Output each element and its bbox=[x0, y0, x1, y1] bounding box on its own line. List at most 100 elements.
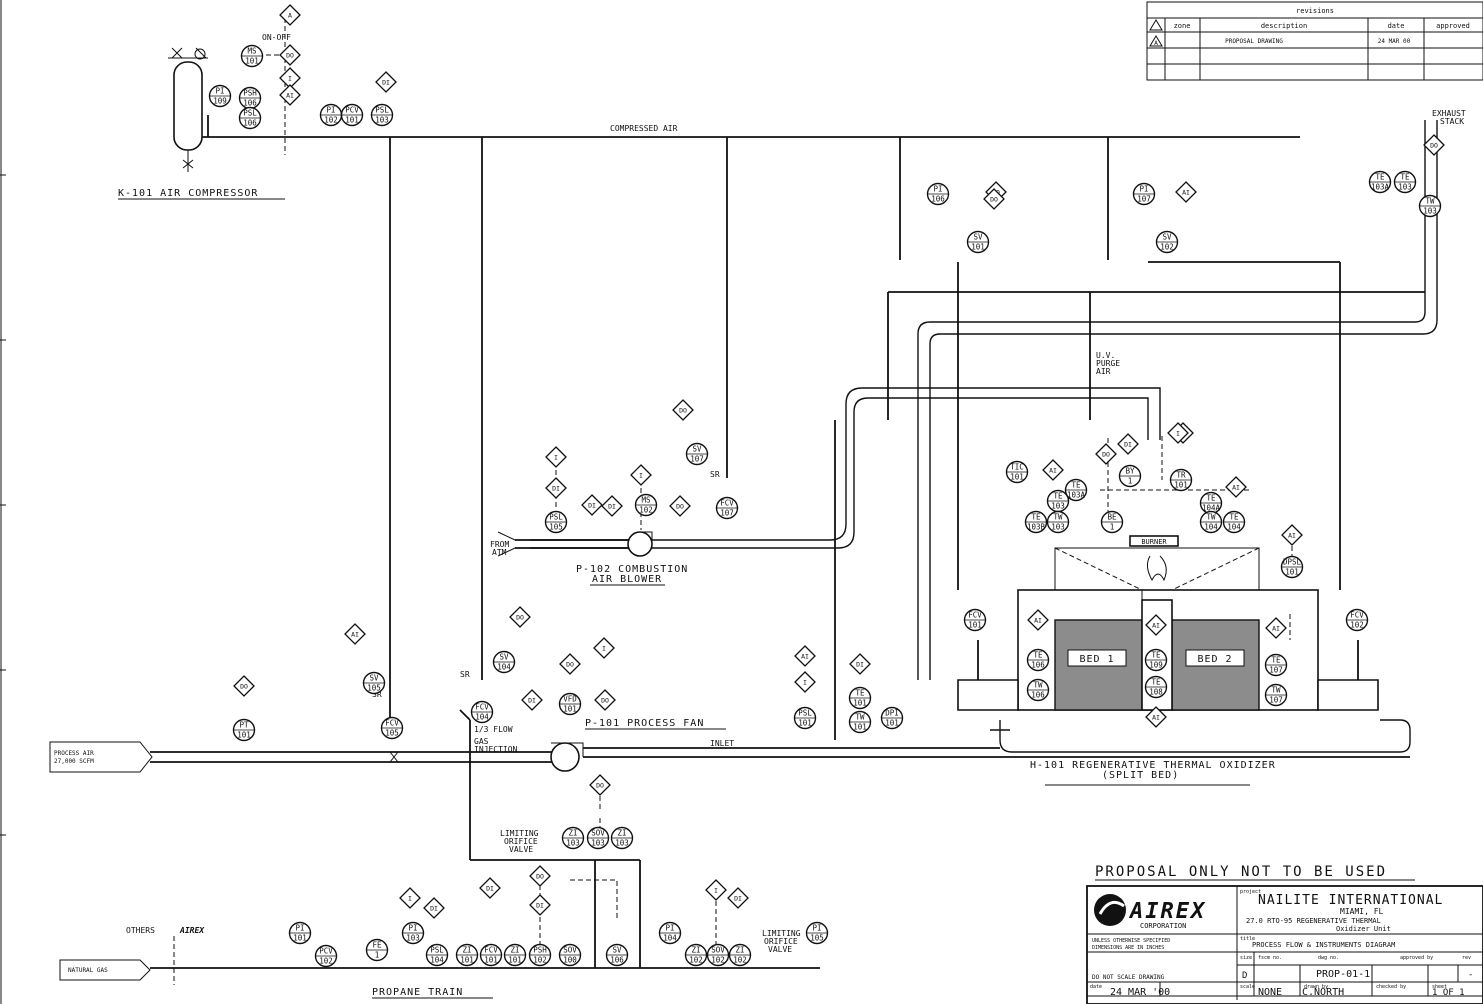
instrument-number: 104 bbox=[663, 934, 677, 943]
instrument-number: 101 bbox=[293, 934, 307, 943]
signal-diamond-shape bbox=[344, 623, 366, 645]
signal-diamond: DI bbox=[545, 477, 567, 499]
orifice-label-3: VALVE bbox=[509, 845, 533, 854]
signal-diamond-label: AI bbox=[351, 631, 359, 639]
signal-diamond-label: DO bbox=[679, 407, 687, 415]
orifice-label-2: ORIFICE bbox=[504, 837, 538, 846]
signal-diamond: DI bbox=[727, 887, 749, 909]
signal-diamond-shape bbox=[423, 897, 445, 919]
instrument-number: 105 bbox=[810, 934, 824, 943]
signal-diamond-shape bbox=[1225, 476, 1247, 498]
fscm-label: fscm no. bbox=[1258, 955, 1282, 961]
signal-diamond-shape bbox=[529, 865, 551, 887]
uv-label-1: U.V. bbox=[1096, 351, 1115, 360]
signal-diamond: AI bbox=[1027, 609, 1049, 631]
sheet-value: 1 OF 1 bbox=[1432, 988, 1465, 998]
signal-diamond: I bbox=[705, 879, 727, 901]
instrument-number: 1 bbox=[375, 951, 380, 960]
instrument-number: 105 bbox=[385, 729, 399, 738]
bed2-label: BED 2 bbox=[1197, 654, 1232, 665]
signal-diamond: DO bbox=[983, 188, 1005, 210]
signal-diamond: DO bbox=[669, 495, 691, 517]
signal-diamond-label: AI bbox=[1152, 714, 1160, 722]
instrument-number: 108 bbox=[1149, 688, 1163, 697]
signal-diamond-label: I bbox=[714, 887, 718, 895]
instrument-tag: MS bbox=[247, 47, 257, 56]
airex-logo-sub: CORPORATION bbox=[1140, 922, 1186, 930]
signal-diamond: DI bbox=[521, 689, 543, 711]
instrument-tag: FCV bbox=[484, 946, 498, 955]
signal-diamond-label: DO bbox=[596, 782, 604, 790]
client-city: MIAMI, FL bbox=[1340, 907, 1384, 916]
signal-diamond-label: DO bbox=[516, 614, 524, 622]
signal-diamond-label: A bbox=[288, 12, 292, 20]
instrument-tag: PSH bbox=[533, 946, 547, 955]
signal-diamond: I bbox=[630, 464, 652, 486]
instrument-bubble: FE1 bbox=[365, 938, 389, 962]
unit-line-2: Oxidizer Unit bbox=[1336, 925, 1391, 933]
signal-diamond: DI bbox=[1117, 433, 1139, 455]
instrument-number: 102 bbox=[639, 506, 653, 515]
gas-label-1: GAS bbox=[474, 737, 489, 746]
signal-diamond-label: DI bbox=[528, 697, 536, 705]
signal-diamond: AI bbox=[1145, 614, 1167, 636]
instrument-number: 101 bbox=[484, 956, 498, 965]
sr-label-2: SR bbox=[372, 690, 382, 699]
signal-diamond: DO bbox=[529, 865, 551, 887]
scale-value: NONE bbox=[1258, 987, 1282, 998]
instrument-tag: BY bbox=[1125, 467, 1135, 476]
title-label: title bbox=[1240, 936, 1255, 942]
instrument-tag: TE bbox=[1400, 173, 1410, 182]
instrument-number: 103 bbox=[375, 116, 389, 125]
signal-diamond-label: I bbox=[554, 454, 558, 462]
instrument-tag: TW bbox=[1206, 513, 1216, 522]
signal-diamond-shape bbox=[399, 887, 421, 909]
proposal-banner: PROPOSAL ONLY NOT TO BE USED bbox=[1095, 864, 1415, 881]
instrument-bubbles: MS101PI109PSH106PSL106PI102PCV101PSL103P… bbox=[208, 44, 1442, 968]
compressed-air-label: COMPRESSED AIR bbox=[610, 124, 678, 133]
from-label-1: FROM bbox=[490, 540, 509, 549]
instrument-tag: BE bbox=[1107, 513, 1117, 522]
signal-diamond: AI bbox=[1042, 459, 1064, 481]
signal-diamond: DO bbox=[279, 44, 301, 66]
sr-label-3: SR bbox=[460, 670, 470, 679]
instrument-number: 102 bbox=[711, 956, 725, 965]
instrument-tag: TE bbox=[1071, 481, 1081, 490]
rev-header-approved: approved bbox=[1436, 22, 1470, 30]
signal-diamond: DI bbox=[529, 894, 551, 916]
signal-diamond: DI bbox=[849, 653, 871, 675]
instrument-tag: DPSL bbox=[1283, 558, 1302, 567]
signal-diamond: DI bbox=[479, 877, 501, 899]
signal-diamond-shape bbox=[509, 606, 531, 628]
instrument-number: 101 bbox=[237, 731, 251, 740]
instrument-tag: SV bbox=[612, 946, 622, 955]
instrument-number: 106 bbox=[1031, 691, 1045, 700]
instrument-tag: SV bbox=[1162, 233, 1172, 242]
signal-diamond-label: DI bbox=[1124, 441, 1132, 449]
signal-diamond: AI bbox=[344, 623, 366, 645]
instrument-tag: PSL bbox=[375, 106, 389, 115]
signal-diamond-label: I bbox=[602, 645, 606, 653]
signal-diamond-shape bbox=[1175, 181, 1197, 203]
instrument-tag: TW bbox=[1033, 681, 1043, 690]
instrument-tag: ZI bbox=[691, 946, 700, 955]
instrument-number: 101 bbox=[563, 705, 577, 714]
instrument-tag: ZI bbox=[617, 829, 626, 838]
instrument-number: 102 bbox=[733, 956, 747, 965]
revisions-title: revisions bbox=[1296, 7, 1334, 15]
size-label: size bbox=[1240, 955, 1252, 961]
gas-label-2: INJECTION bbox=[474, 745, 518, 754]
